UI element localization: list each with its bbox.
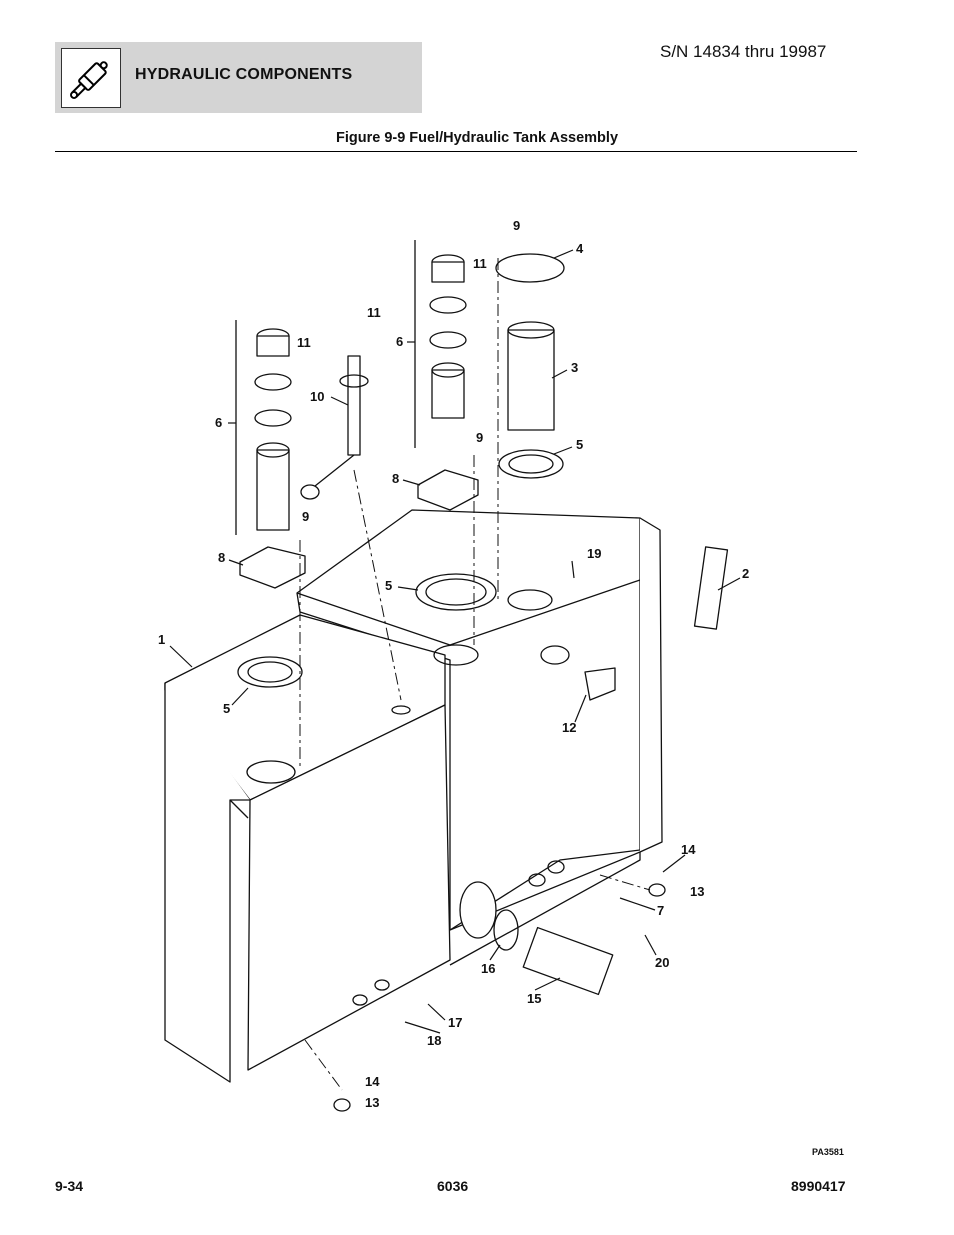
- callout-label: 20: [655, 955, 669, 970]
- callout-label: 8: [218, 550, 225, 565]
- drawing-id: PA3581: [812, 1147, 844, 1157]
- callout-label: 2: [742, 566, 749, 581]
- header-divider: [55, 151, 857, 152]
- callout-label: 12: [562, 720, 576, 735]
- section-header: HYDRAULIC COMPONENTS: [55, 42, 422, 113]
- callout-label: 9: [476, 430, 483, 445]
- model-number: 6036: [437, 1178, 469, 1194]
- callout-label: 18: [427, 1033, 441, 1048]
- callout-label: 3: [571, 360, 578, 375]
- callout-label: 8: [392, 471, 399, 486]
- callout-label: 15: [527, 991, 541, 1006]
- page-number: 9-34: [55, 1178, 84, 1194]
- manual-number: 8990417: [791, 1178, 846, 1194]
- callout-label: 19: [587, 546, 601, 561]
- section-title: HYDRAULIC COMPONENTS: [135, 66, 353, 83]
- callout-label: 13: [365, 1095, 379, 1110]
- callout-label: 14: [681, 842, 696, 857]
- callout-label: 5: [385, 578, 392, 593]
- callout-label: 6: [396, 334, 403, 349]
- callout-label: 14: [365, 1074, 380, 1089]
- serial-number-range: S/N 14834 thru 19987: [660, 42, 827, 61]
- callout-label: 17: [448, 1015, 462, 1030]
- callout-label: 16: [481, 961, 495, 976]
- callout-label: 6: [215, 415, 222, 430]
- callout-label: 5: [223, 701, 230, 716]
- figure-title: Figure 9-9 Fuel/Hydraulic Tank Assembly: [335, 130, 619, 146]
- callout-label: 9: [513, 218, 520, 233]
- callout-label: 11: [297, 335, 311, 350]
- callout-label: 11: [367, 305, 381, 320]
- callout-label: 4: [576, 241, 584, 256]
- callout-label: 1: [158, 632, 165, 647]
- callout-label: 5: [576, 437, 583, 452]
- callout-label: 13: [690, 884, 704, 899]
- callout-label: 11: [473, 256, 487, 271]
- callout-label: 9: [302, 509, 309, 524]
- hydraulic-cylinder-icon: [61, 48, 121, 108]
- callout-label: 10: [310, 389, 324, 404]
- callout-label: 7: [657, 903, 664, 918]
